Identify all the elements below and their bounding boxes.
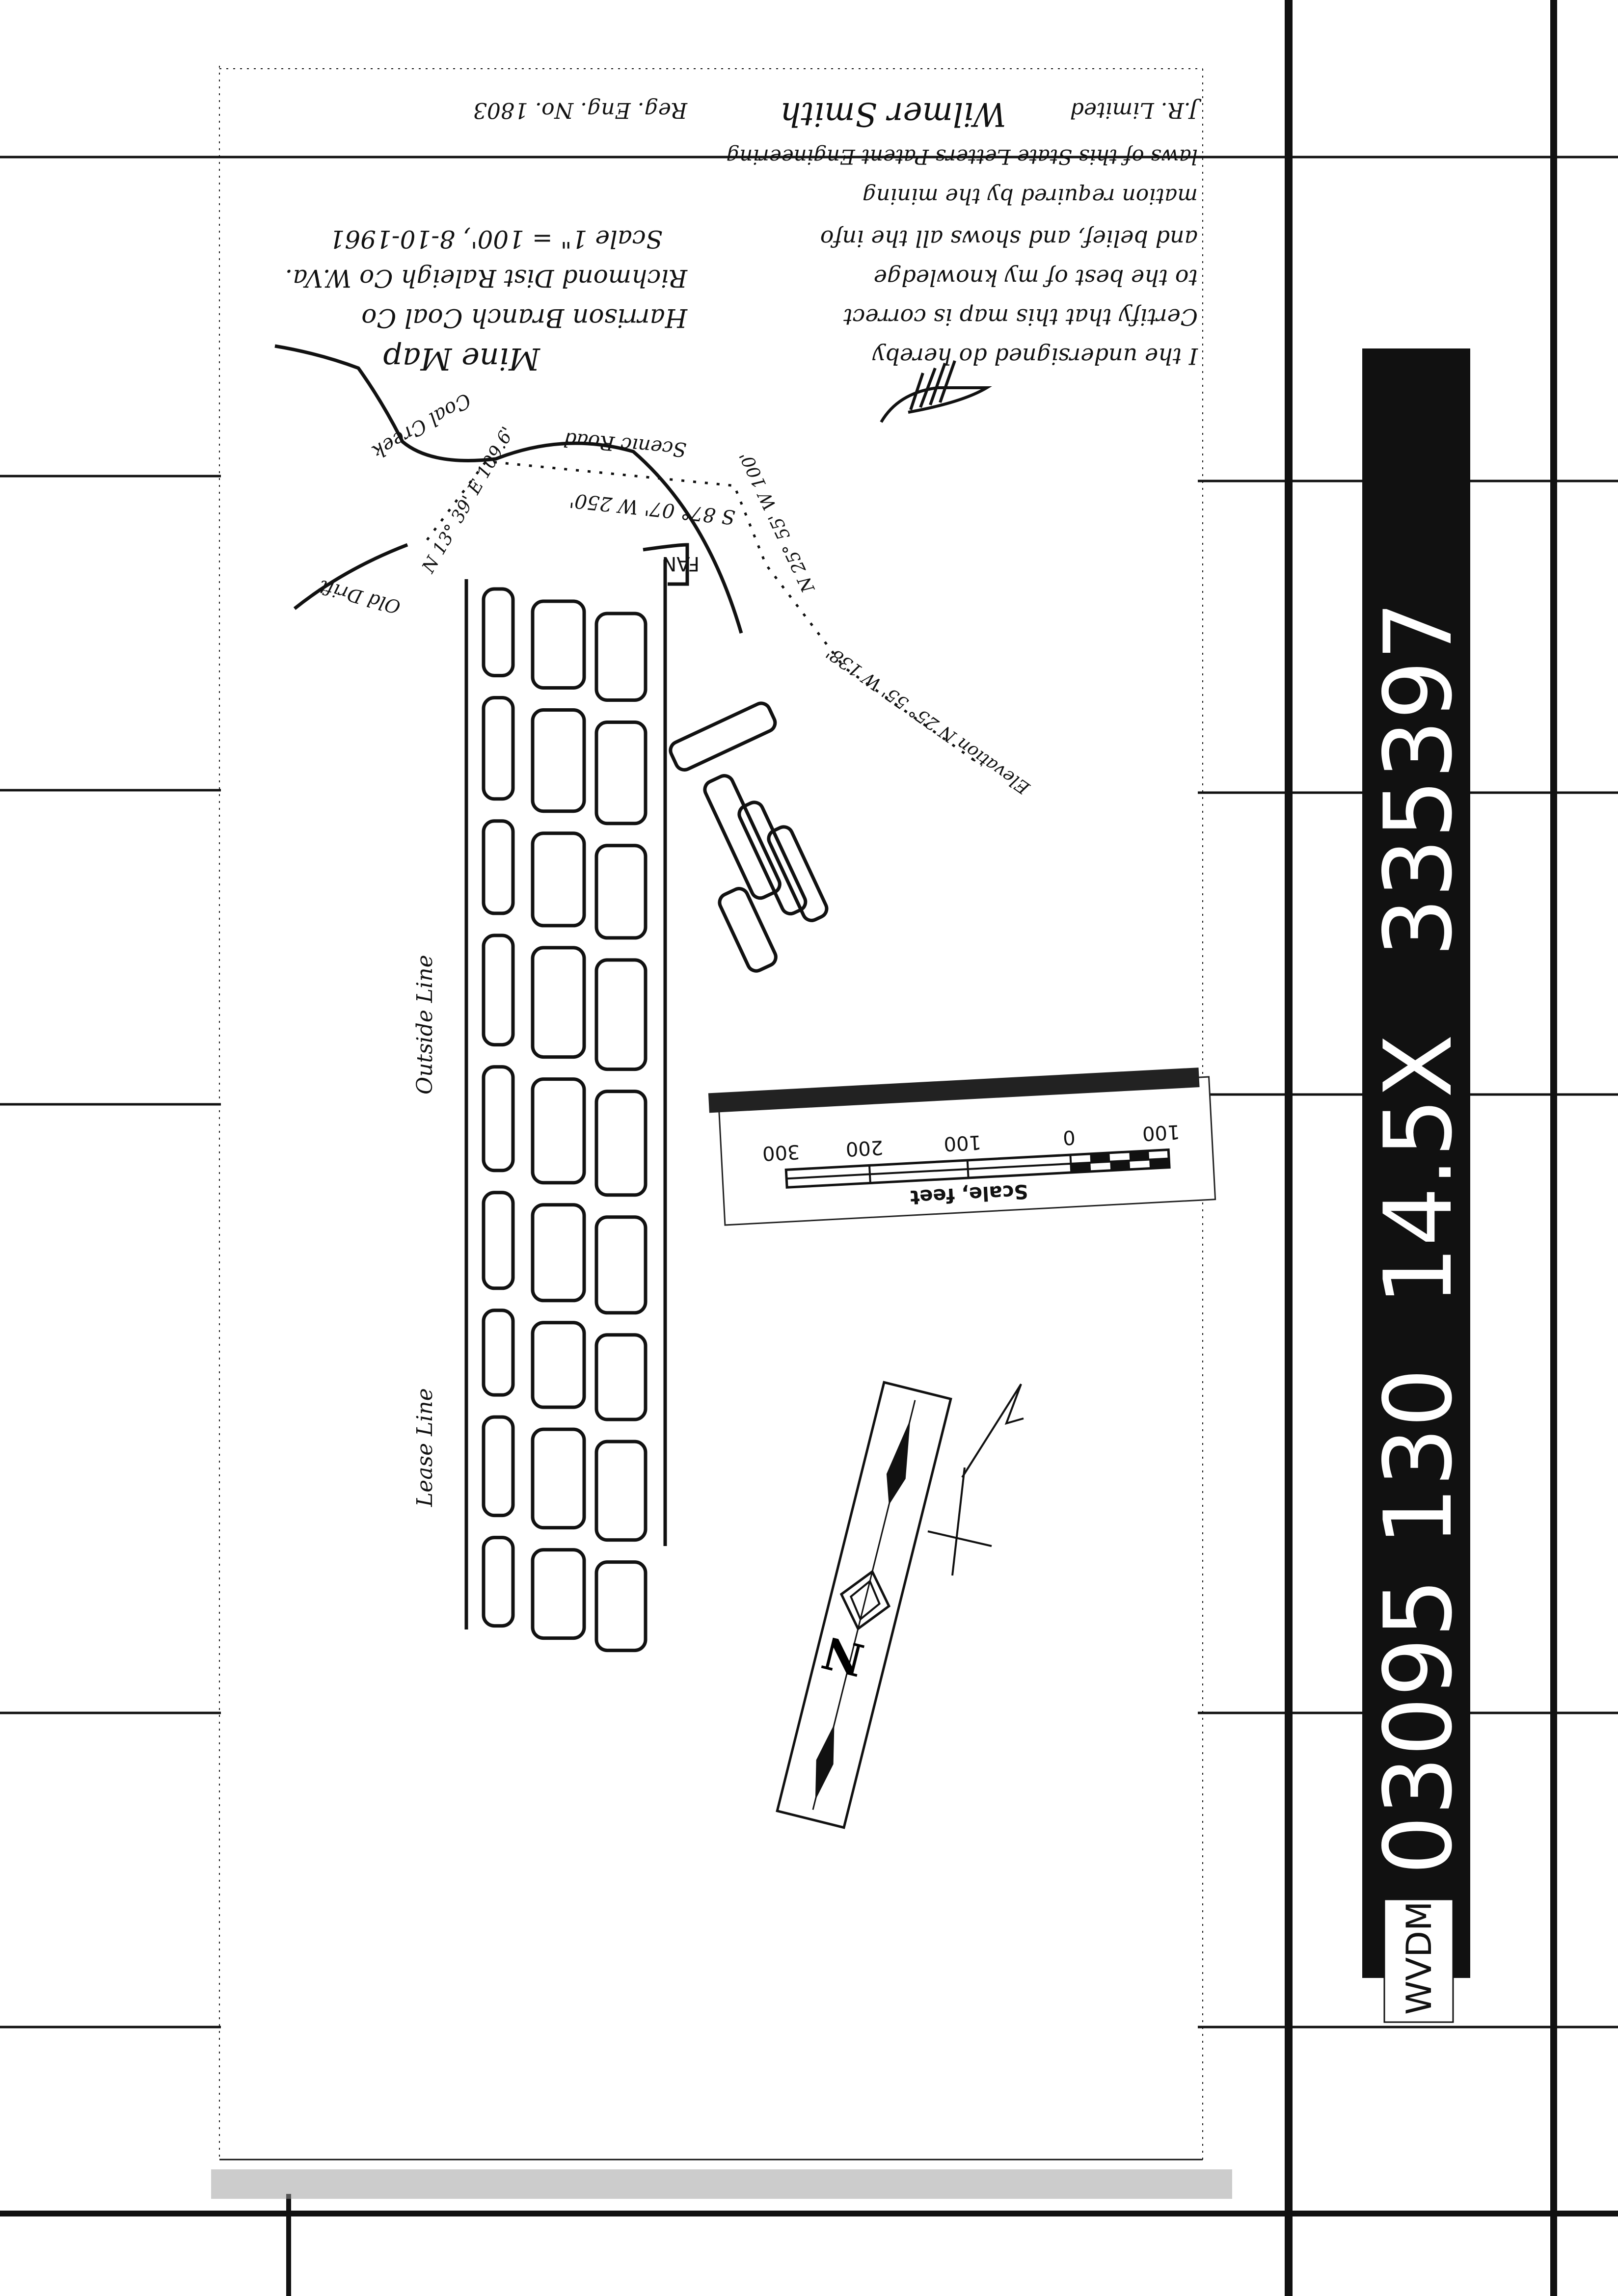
lease-line-label: Lease Line xyxy=(412,1388,437,1507)
location: Richmond Dist Raleigh Co W.Va. xyxy=(285,264,688,293)
boundary-dotted xyxy=(426,460,983,767)
scale-date: Scale 1" = 100', 8-10-1961 xyxy=(329,225,663,253)
certificate-block: I the undersigned do hereby Certify that… xyxy=(285,95,1202,377)
road-label: Scenic Road xyxy=(563,427,687,461)
coal-pillar xyxy=(482,587,515,677)
arrow-tip-icon xyxy=(886,1419,911,1505)
branch-pillar xyxy=(703,774,782,900)
scale-tick-1: 100 xyxy=(1142,1120,1181,1145)
branch-pillar xyxy=(737,801,808,916)
cert-line-2: Certify that this map is correct xyxy=(843,304,1198,330)
coal-pillar xyxy=(482,819,515,915)
scale-bar-shadow xyxy=(708,1068,1200,1113)
coal-pillar xyxy=(531,1203,586,1303)
bearing-right-label: N 25° 55' W 100' xyxy=(736,448,819,596)
coal-pillar xyxy=(594,844,647,940)
coal-pillar xyxy=(482,1065,515,1173)
north-arrow: N xyxy=(776,1381,952,1829)
bearing-far-label: Elevation N 25° 55' W 138' xyxy=(823,642,1034,798)
meridian-marks xyxy=(927,1383,1024,1576)
coal-pillar xyxy=(594,1215,647,1315)
coal-pillar xyxy=(531,1321,586,1409)
fan-label: FAN xyxy=(662,552,700,575)
engineer-reg-no: Reg. Eng. No. 1803 xyxy=(473,98,688,123)
scale-tick-5: 300 xyxy=(762,1140,801,1165)
film-group-3: 14.5X xyxy=(1364,1034,1473,1306)
compass-rose-icon xyxy=(839,1570,891,1631)
scale-tick-2: 0 xyxy=(1062,1125,1076,1148)
coal-pillar xyxy=(531,708,586,813)
fan-outline xyxy=(643,543,689,586)
coal-pillar xyxy=(594,1440,647,1542)
cert-line-1: I the undersigned do hereby xyxy=(872,343,1198,370)
coal-pillar xyxy=(531,1427,586,1530)
coal-pillar xyxy=(482,1536,515,1628)
coal-pillar xyxy=(531,1548,586,1640)
coal-pillar xyxy=(594,958,647,1071)
coal-pillar xyxy=(594,1090,647,1197)
scale-bar: 100 0 100 200 300 Scale, feet xyxy=(708,1068,1216,1226)
cert-line-4: and belief, and shows all the info xyxy=(820,225,1198,252)
coal-pillar xyxy=(531,946,586,1059)
engineer-signature: Wilmer Smith xyxy=(780,95,1006,133)
cert-line-5: mation required by the mining xyxy=(863,184,1198,209)
scale-tick-4: 200 xyxy=(845,1136,884,1160)
coal-pillar xyxy=(531,599,586,690)
coal-pillar xyxy=(482,695,515,801)
coal-pillar xyxy=(531,1077,586,1185)
company-name: Harrison Branch Coal Co xyxy=(361,303,688,332)
bearing-left-label: N 13° 39' E 109.6' xyxy=(418,424,518,577)
wvdm-tag-box xyxy=(1383,1898,1454,2023)
cert-line-6: laws of this State Letters Patent Engine… xyxy=(726,145,1198,169)
branch-pillar xyxy=(767,825,829,922)
map-title: Mine Map xyxy=(383,341,540,377)
coal-pillar xyxy=(594,1333,647,1421)
outside-line-label: Outside Line xyxy=(412,955,437,1095)
scale-tick-3: 100 xyxy=(943,1130,982,1155)
coal-pillar xyxy=(482,1191,515,1290)
wvdm-tag: WVDM xyxy=(1399,1901,1439,2015)
bearing-top-label: S 87° 07' W 250' xyxy=(568,488,736,528)
coal-pillar xyxy=(594,612,647,702)
film-group-1: 03095 xyxy=(1364,1578,1473,1875)
coal-pillar xyxy=(594,1560,647,1653)
scale-checker xyxy=(1071,1150,1170,1173)
creek-line xyxy=(274,344,743,634)
coal-pillar xyxy=(482,1308,515,1397)
film-group-2: 130 xyxy=(1364,1368,1473,1546)
coal-pillar xyxy=(482,934,515,1047)
initials-mark xyxy=(880,360,992,423)
film-strip: 03095 130 14.5X 335397 WVDM xyxy=(1362,348,1473,2023)
outcrop-label: Old Drift xyxy=(316,576,403,618)
coal-pillar xyxy=(594,720,647,826)
mine-workings xyxy=(464,543,829,1653)
branch-pillar xyxy=(718,887,778,973)
witness: J.R. Limited xyxy=(1070,98,1202,123)
cert-line-3: to the best of my knowledge xyxy=(874,265,1198,291)
coal-pillar xyxy=(482,1415,515,1518)
film-group-4: 335397 xyxy=(1364,601,1473,957)
coal-pillar xyxy=(531,831,586,928)
branch-pillar xyxy=(669,701,777,772)
